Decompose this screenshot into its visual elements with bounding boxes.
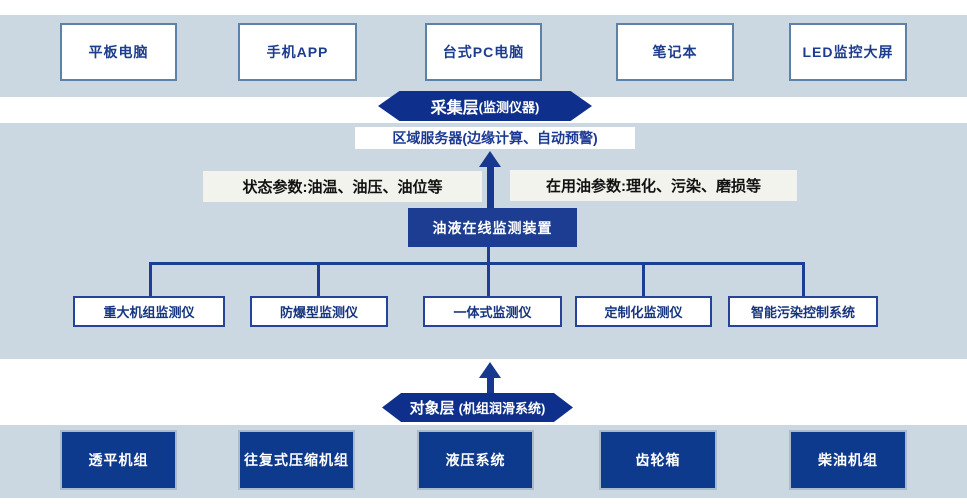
display-device-box: 平板电脑: [60, 23, 177, 81]
display-device-box: 台式PC电脑: [425, 23, 542, 81]
monitor-device-label: 油液在线监测装置: [432, 219, 553, 236]
connector-line-vertical: [487, 247, 490, 263]
display-device-box: LED监控大屏: [789, 23, 907, 81]
equipment-label: 齿轮箱: [635, 452, 681, 468]
instrument-label: 一体式监测仪: [453, 305, 532, 320]
instrument-label: 定制化监测仪: [604, 305, 683, 320]
edge-server-label: 区域服务器(边缘计算、自动预警): [355, 127, 635, 149]
object-layer-subtitle: (机组润滑系统): [458, 401, 546, 416]
equipment-label: 往复式压缩机组: [244, 452, 349, 468]
instrument-label: 防爆型监测仪: [279, 305, 358, 320]
up-arrow-icon: [479, 362, 501, 378]
equipment-box: 透平机组: [60, 430, 177, 490]
param-label-left: 状态参数:油温、油压、油位等: [203, 171, 482, 202]
display-device-box: 手机APP: [238, 23, 357, 81]
connector-line-stub: [149, 262, 152, 296]
display-device-box: 笔记本: [616, 23, 734, 81]
collect-layer-title: 采集层: [430, 100, 479, 117]
monitor-device-box: 油液在线监测装置: [408, 208, 577, 247]
equipment-label: 透平机组: [88, 452, 149, 468]
up-arrow-shaft: [487, 166, 494, 208]
equipment-box: 齿轮箱: [599, 430, 717, 490]
connector-line-stub: [317, 262, 320, 296]
equipment-box: 液压系统: [417, 430, 534, 490]
param-label-right: 在用油参数:理化、污染、磨损等: [510, 170, 797, 201]
collect-layer-subtitle: (监测仪器): [478, 99, 540, 115]
display-device-label: LED监控大屏: [802, 44, 894, 60]
equipment-label: 柴油机组: [818, 452, 878, 468]
display-device-label: 平板电脑: [88, 44, 149, 60]
up-arrow-shaft: [487, 377, 494, 394]
instrument-box: 智能污染控制系统: [728, 296, 878, 327]
object-layer-title: 对象层: [409, 400, 455, 417]
instrument-label: 智能污染控制系统: [750, 305, 855, 320]
instrument-box: 一体式监测仪: [423, 296, 562, 327]
connector-line-horizontal: [149, 262, 805, 265]
display-device-label: 笔记本: [652, 44, 698, 60]
connector-line-stub: [802, 262, 805, 296]
connector-line-stub: [487, 262, 490, 296]
connector-line-stub: [642, 262, 645, 296]
instrument-box: 重大机组监测仪: [73, 296, 225, 327]
up-arrow-icon: [479, 151, 501, 167]
param-left-text: 状态参数:油温、油压、油位等: [242, 179, 443, 196]
collect-layer-pill: 采集层(监测仪器): [378, 91, 592, 121]
instrument-box: 定制化监测仪: [575, 296, 712, 327]
param-right-text: 在用油参数:理化、污染、磨损等: [546, 178, 761, 195]
display-device-label: 手机APP: [266, 44, 329, 60]
instrument-label: 重大机组监测仪: [103, 305, 195, 320]
equipment-box: 往复式压缩机组: [238, 430, 355, 490]
object-layer-pill: 对象层(机组润滑系统): [382, 393, 573, 422]
equipment-label: 液压系统: [445, 452, 506, 468]
display-device-label: 台式PC电脑: [442, 44, 525, 60]
instrument-box: 防爆型监测仪: [250, 296, 388, 327]
equipment-box: 柴油机组: [789, 430, 907, 490]
edge-server-text: 区域服务器(边缘计算、自动预警): [392, 130, 598, 146]
